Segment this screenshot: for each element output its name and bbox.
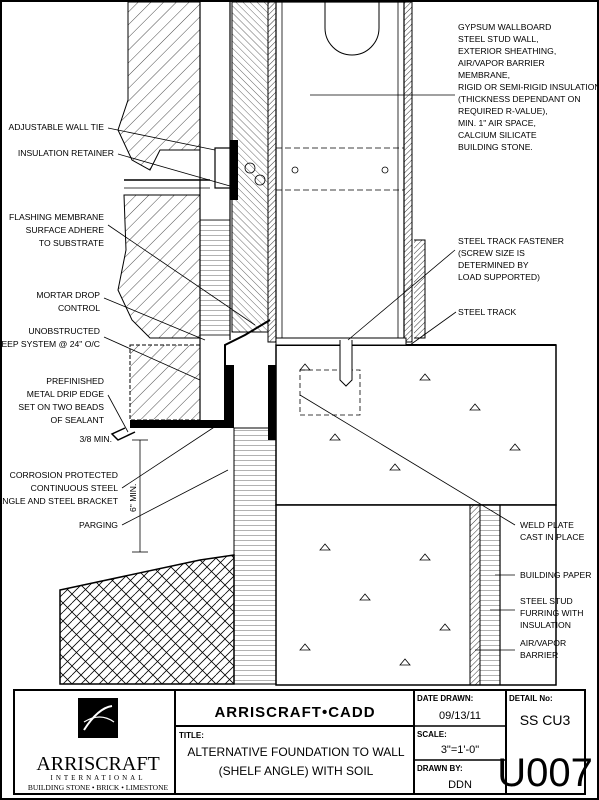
adjustable-wall-tie: [214, 140, 266, 200]
svg-text:STEEL STUD WALL,: STEEL STUD WALL,: [458, 34, 539, 44]
svg-text:INSULATION: INSULATION: [520, 620, 571, 630]
svg-text:FURRING WITH: FURRING WITH: [520, 608, 584, 618]
svg-text:REQUIRED R-VALUE),: REQUIRED R-VALUE),: [458, 106, 548, 116]
drawing-title-line1: ALTERNATIVE FOUNDATION TO WALL: [187, 745, 404, 759]
svg-text:CONTINUOUS STEEL: CONTINUOUS STEEL: [31, 483, 119, 493]
svg-text:BARRIER: BARRIER: [520, 650, 558, 660]
drip-edge-note: PREFINISHED METAL DRIP EDGE SET ON TWO B…: [18, 376, 104, 425]
insulation-retainer-note: INSULATION RETAINER: [18, 148, 114, 158]
svg-text:AIR/VAPOR: AIR/VAPOR: [520, 638, 566, 648]
svg-text:TO SUBSTRATE: TO SUBSTRATE: [39, 238, 104, 248]
svg-text:MORTAR DROP: MORTAR DROP: [36, 290, 100, 300]
steel-track-fastener-note: STEEL TRACK FASTENER (SCREW SIZE IS DETE…: [458, 236, 564, 282]
svg-text:(SCREW SIZE IS: (SCREW SIZE IS: [458, 248, 525, 258]
svg-text:OF SEALANT: OF SEALANT: [51, 415, 105, 425]
svg-text:(THICKNESS DEPENDANT ON: (THICKNESS DEPENDANT ON: [458, 94, 581, 104]
svg-text:CONTROL: CONTROL: [58, 303, 100, 313]
date-label: DATE DRAWN:: [417, 694, 473, 703]
parging-note: PARGING: [79, 520, 118, 530]
drawing-title-line2: (SHELF ANGLE) WITH SOIL: [219, 764, 374, 778]
svg-text:FLASHING MEMBRANE: FLASHING MEMBRANE: [9, 212, 104, 222]
date-value: 09/13/11: [439, 710, 481, 722]
svg-text:RIGID OR SEMI-RIGID INSULATION: RIGID OR SEMI-RIGID INSULATION: [458, 82, 599, 92]
title-label: TITLE:: [179, 731, 204, 740]
logo-name: ARRISCRAFT: [36, 753, 159, 775]
svg-text:CORROSION PROTECTED: CORROSION PROTECTED: [10, 470, 118, 480]
weep-system-note: UNOBSTRUCTED WEEP SYSTEM @ 24" O/C: [0, 326, 100, 349]
svg-text:UNOBSTRUCTED: UNOBSTRUCTED: [28, 326, 100, 336]
detail-number: SS CU3: [520, 712, 571, 728]
shelf-angle: [110, 365, 276, 441]
six-inch-min-note: 6" MIN.: [128, 484, 138, 512]
weld-plate-note: WELD PLATE CAST IN PLACE: [520, 520, 585, 542]
svg-text:AIR/VAPOR BARRIER: AIR/VAPOR BARRIER: [458, 58, 545, 68]
stone-veneer: [117, 1, 210, 421]
steel-track-note: STEEL TRACK: [458, 307, 517, 317]
svg-text:DETERMINED BY: DETERMINED BY: [458, 260, 529, 270]
svg-text:WEEP SYSTEM @ 24" O/C: WEEP SYSTEM @ 24" O/C: [0, 339, 100, 349]
leader-lines-left: [103, 127, 256, 526]
flashing-note: FLASHING MEMBRANE SURFACE ADHERE TO SUBS…: [9, 212, 104, 248]
svg-text:BUILDING STONE.: BUILDING STONE.: [458, 142, 533, 152]
steel-stud-wall: [267, 1, 413, 343]
air-vapor-barrier-note: AIR/VAPOR BARRIER: [520, 638, 566, 660]
six-inch-dimension: [132, 439, 148, 553]
svg-text:CAST IN PLACE: CAST IN PLACE: [520, 532, 585, 542]
shelf-angle-note: CORROSION PROTECTED CONTINUOUS STEEL ANG…: [0, 470, 119, 506]
svg-text:METAL DRIP EDGE: METAL DRIP EDGE: [27, 389, 104, 399]
svg-text:EXTERIOR SHEATHING,: EXTERIOR SHEATHING,: [458, 46, 556, 56]
svg-text:STEEL TRACK FASTENER: STEEL TRACK FASTENER: [458, 236, 564, 246]
svg-text:GYPSUM WALLBOARD: GYPSUM WALLBOARD: [458, 22, 551, 32]
three-eighths-min-note: 3/8 MIN.: [80, 434, 112, 444]
leader-lines-right: [299, 94, 516, 651]
wall-assembly-note: GYPSUM WALLBOARD STEEL STUD WALL, EXTERI…: [458, 22, 599, 152]
building-paper-note: BUILDING PAPER: [520, 570, 591, 580]
svg-text:LOAD SUPPORTED): LOAD SUPPORTED): [458, 272, 540, 282]
steel-stud-furring-note: STEEL STUD FURRING WITH INSULATION: [520, 596, 584, 630]
svg-text:MEMBRANE,: MEMBRANE,: [458, 70, 510, 80]
drawn-by-label: DRAWN BY:: [417, 764, 463, 773]
scale-value: 3"=1'-0": [441, 744, 479, 756]
steel-stud-furring: [469, 504, 501, 686]
mortar-drop-zone: [199, 219, 231, 336]
soil-grade: [59, 554, 235, 685]
svg-text:SET ON TWO BEADS: SET ON TWO BEADS: [18, 402, 104, 412]
svg-text:CALCIUM SILICATE: CALCIUM SILICATE: [458, 130, 537, 140]
drawn-by-value: DDN: [448, 779, 472, 791]
scale-label: SCALE:: [417, 730, 447, 739]
track-screw: [339, 340, 353, 387]
mortar-drop-note: MORTAR DROP CONTROL: [36, 290, 100, 313]
parging-face: [233, 427, 277, 685]
wall-tie-note: ADJUSTABLE WALL TIE: [8, 122, 104, 132]
logo-sub: INTERNATIONAL: [51, 774, 146, 782]
svg-text:PREFINISHED: PREFINISHED: [46, 376, 104, 386]
svg-text:SURFACE ADHERE: SURFACE ADHERE: [26, 225, 105, 235]
arriscraft-logo: ARRISCRAFT INTERNATIONAL BUILDING STONE …: [28, 698, 169, 792]
svg-text:WELD PLATE: WELD PLATE: [520, 520, 574, 530]
svg-text:ANGLE AND STEEL BRACKET: ANGLE AND STEEL BRACKET: [0, 496, 119, 506]
logo-tagline: BUILDING STONE • BRICK • LIMESTONE: [28, 783, 169, 792]
foundation-wall: [275, 344, 557, 686]
brand-title: ARRISCRAFT•CADD: [214, 704, 375, 721]
svg-text:MIN. 1" AIR SPACE,: MIN. 1" AIR SPACE,: [458, 118, 536, 128]
detail-label: DETAIL No:: [509, 694, 553, 703]
title-block: ARRISCRAFT INTERNATIONAL BUILDING STONE …: [13, 689, 593, 795]
detail-code: U007: [497, 751, 593, 795]
svg-text:STEEL STUD: STEEL STUD: [520, 596, 573, 606]
